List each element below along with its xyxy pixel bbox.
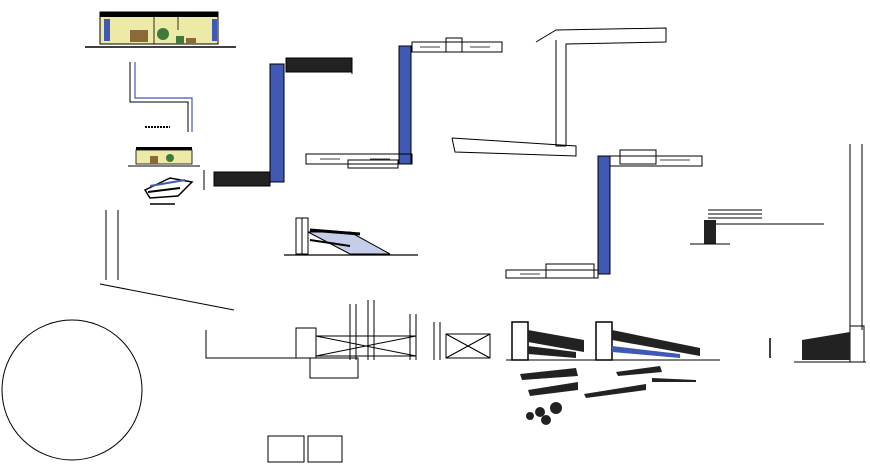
ramp-detail: [528, 382, 578, 396]
site-outline: [451, 27, 667, 157]
ramp-section-center: [284, 217, 418, 256]
facade-body: [99, 11, 219, 45]
ramp-detail: [520, 368, 578, 380]
ramp-hatch: [802, 332, 850, 360]
ramp-top-node: [445, 37, 463, 53]
small-elevation-door: [150, 156, 158, 164]
section-tower: [595, 321, 613, 361]
ramp-hatch: [528, 346, 576, 358]
site-outline-path: [535, 27, 667, 147]
facade-crate: [186, 38, 196, 44]
tree-icon: [526, 412, 534, 420]
bridge-truss: [445, 333, 491, 359]
facade-shrub: [176, 36, 184, 44]
small-plan-left: [129, 62, 193, 132]
section-ramp-edge: [309, 228, 361, 236]
left-lines: [99, 210, 235, 311]
ramp-column: [398, 45, 412, 165]
plan-outline: [129, 62, 189, 132]
ramp-plan-2: [305, 37, 503, 169]
detail-line: [147, 187, 181, 193]
ramp-top-landing: [285, 57, 353, 73]
bridge-deck-2: [445, 333, 491, 359]
ramp-plan-3: [505, 149, 703, 279]
small-detail-hatch: [143, 177, 194, 205]
facade-roof: [100, 12, 218, 17]
ramp-plan-1: [203, 57, 353, 190]
wall-block: [704, 220, 716, 244]
facade-door: [130, 30, 148, 42]
tree-icon: [541, 415, 551, 425]
ramp-top-node: [619, 149, 657, 165]
bridge-truss: [315, 335, 417, 357]
ramp-sections-bottom: [506, 321, 720, 425]
detail-shape: [143, 177, 194, 199]
detail-box: [307, 435, 343, 463]
ramp-hatch-blue: [612, 346, 680, 358]
building-elevation-top: [85, 11, 236, 48]
bridge-elevation: [205, 300, 491, 379]
bridge-foundation: [309, 357, 359, 379]
facade-pillar: [212, 19, 217, 41]
tall-structure-right: [769, 144, 866, 363]
plan-outline-blue: [134, 62, 193, 132]
ramp-bottom-node: [347, 159, 399, 169]
tree-icon: [157, 28, 169, 40]
ramp-hatch: [612, 330, 700, 356]
wall-section-right: [690, 209, 824, 245]
small-elevation-left: [128, 147, 200, 167]
diagonal-line: [99, 283, 235, 311]
site-outline-path-2: [451, 137, 577, 157]
bridge-base-left: [205, 330, 296, 359]
ramp-column: [597, 155, 611, 275]
ramp-detail: [652, 378, 696, 382]
tower-base: [849, 325, 865, 363]
ramp-column: [269, 63, 285, 183]
ramp-bottom-walkway: [505, 269, 599, 279]
bridge-pier: [295, 327, 317, 359]
ramp-bottom-node: [545, 263, 595, 279]
tree-icon: [550, 402, 562, 414]
tree-icon: [166, 154, 174, 162]
small-elevation-roof: [136, 147, 192, 150]
facade-pillar: [104, 19, 110, 41]
ramp-detail: [584, 384, 646, 398]
ramp-bottom-walkway: [305, 153, 413, 165]
ramp-detail: [616, 366, 662, 376]
small-elevation-body: [135, 149, 193, 165]
ramp-bottom-landing: [213, 171, 271, 187]
ramp-hatch: [528, 330, 584, 352]
section-ramp-edge: [309, 239, 351, 247]
circle-outline: [1, 319, 143, 461]
tree-icon: [535, 407, 545, 417]
detail-box: [267, 435, 305, 463]
section-ramp: [307, 231, 391, 255]
detail-line-blue: [149, 179, 186, 187]
section-tower: [511, 321, 529, 361]
